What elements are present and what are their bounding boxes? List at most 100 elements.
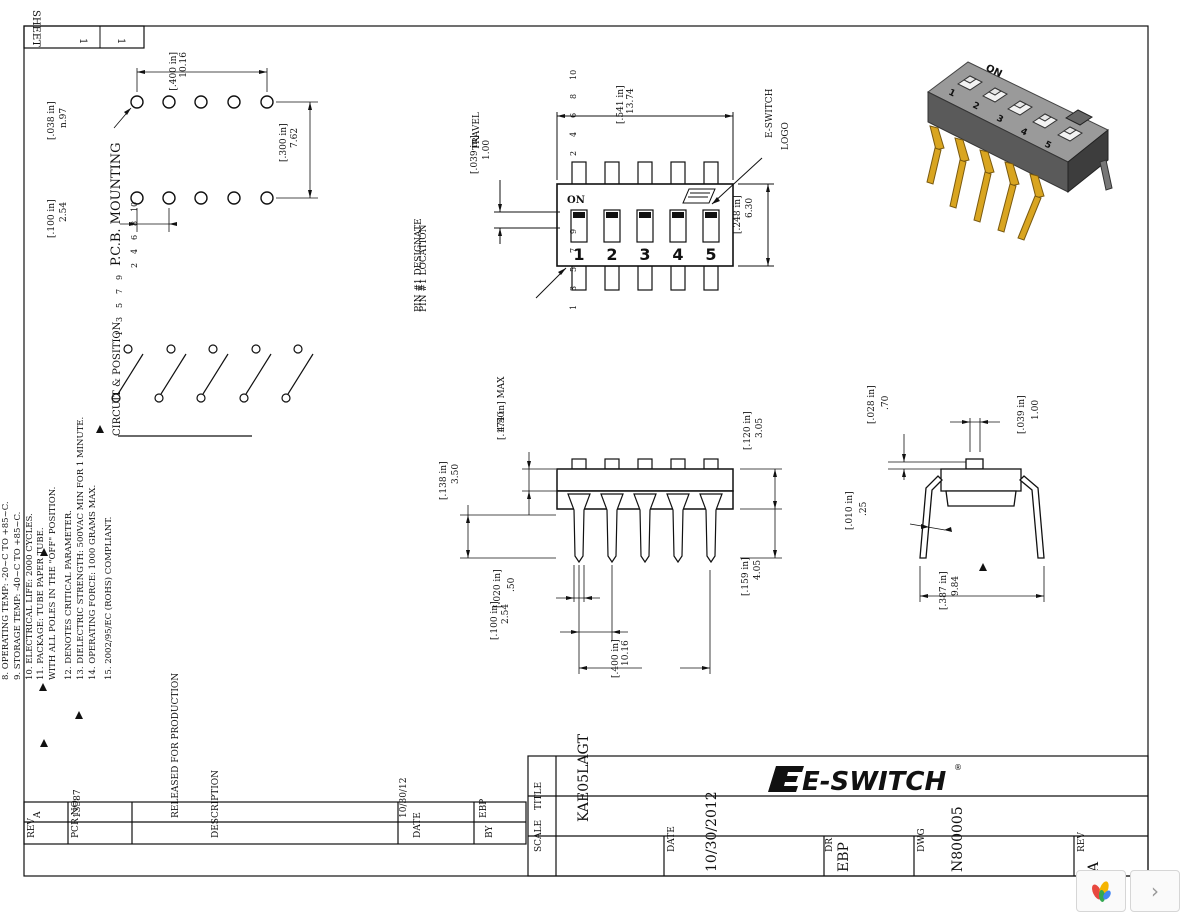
pcb-pin-label: 2 — [130, 263, 139, 268]
desc-label: DESCRIPTION — [211, 770, 221, 838]
note-line: 11. PACKAGE: TUBE PAPER TUBE. — [36, 527, 46, 680]
front-act-mm: 3.05 — [755, 418, 765, 438]
top-pin-labels-bottom: 1 3 5 7 9 — [569, 229, 578, 310]
title-block: E-SWITCH ® TITLE KAE05LAGT SCALE DATE 10… — [527, 733, 1149, 877]
top-on-label: ON — [567, 195, 585, 206]
front-body-in: [.138 in] — [439, 461, 449, 500]
side-c-mm: .25 — [859, 501, 869, 516]
side-a-mm: .70 — [881, 395, 891, 410]
notes-block: 8. OPERATING TEMP: -20~C TO +85~C.9. STO… — [1, 417, 114, 747]
top-pin-label: 2 — [569, 151, 578, 156]
eswitch-logo: E-SWITCH ® — [768, 763, 962, 797]
top-width-in: [.248 in] — [733, 195, 743, 234]
pcb-pin-label: 9 — [115, 275, 124, 280]
note-line: 8. OPERATING TEMP: -20~C TO +85~C. — [1, 501, 11, 680]
chevron-right-icon: › — [1151, 879, 1159, 903]
rev-label: REV — [27, 818, 37, 838]
title-label: TITLE — [534, 782, 544, 810]
viewer-logo-button[interactable] — [1076, 870, 1126, 912]
pcb-pin-label: 8 — [130, 221, 139, 226]
next-page-button[interactable]: › — [1130, 870, 1180, 912]
top-pin-label: 4 — [569, 132, 578, 137]
note-line: 12. DENOTES CRITICAL PARAMETER. — [64, 510, 74, 680]
pcb-pin-label: 6 — [130, 235, 139, 240]
date-label: DATE — [413, 812, 423, 838]
note-line: 15. 2002/95/EC (ROHS) COMPLIANT. — [103, 517, 114, 680]
top-travel-in: [.039 in] — [470, 135, 480, 174]
switch-number: 4 — [672, 245, 683, 264]
side-view: [.028 in] .70 [.039 in] 1.00 [.010 in] .… — [845, 385, 1045, 610]
side-b-in: [.039 in] — [1017, 395, 1027, 434]
desc-value: RELEASED FOR PRODUCTION — [171, 673, 181, 818]
svg-text:3: 3 — [995, 114, 1005, 126]
top-travel-label: TRAVEL — [472, 112, 482, 150]
note-line: 13. DIELECTRIC STRENGTH: 500VAC MIN FOR … — [76, 417, 86, 680]
date-label-title: DATE — [667, 826, 677, 852]
side-b-mm: 1.00 — [1031, 400, 1041, 420]
pcr-label: PCR NO. — [71, 798, 81, 838]
top-pin-label: 3 — [569, 286, 578, 291]
pcb-pin-mm: 2.54 — [59, 202, 69, 222]
top-travel-mm: 1.00 — [482, 140, 492, 160]
brand-name: E-SWITCH — [802, 767, 946, 797]
date-value: 10/30/12 — [399, 778, 409, 818]
top-width-mm: 6.30 — [745, 198, 755, 218]
pcb-mounting-title: P.C.B. MOUNTING — [109, 142, 124, 266]
viewer-controls: › — [1076, 870, 1180, 912]
pcb-pin-label: 1 — [115, 331, 124, 336]
front-span-mm: 10.16 — [621, 640, 631, 666]
rev-value: A — [33, 811, 43, 819]
pcb-hole-mm: n.97 — [59, 108, 69, 128]
front-pitch-mm: 2.54 — [501, 604, 511, 624]
brand-mark: ® — [954, 763, 962, 772]
dwg-label: DWG — [917, 828, 927, 852]
front-pinw-mm: .50 — [507, 577, 517, 592]
colorful-leaf-icon — [1092, 881, 1111, 902]
dr-label: DR — [825, 838, 835, 852]
rev-label-title: REV — [1077, 832, 1087, 852]
svg-text:2: 2 — [971, 101, 981, 113]
side-c-in: [.010 in] — [845, 491, 855, 530]
pcb-row-mm: 7.62 — [290, 128, 300, 148]
note-line: WITH ALL POLES IN THE "OFF" POSITION. — [48, 487, 58, 680]
svg-text:1: 1 — [947, 88, 957, 100]
sheet-of: 1 — [115, 38, 126, 44]
front-act-in: [.120 in] — [743, 411, 753, 450]
top-length-in: [.541 in] — [616, 85, 626, 124]
front-pinw-in: [.020 in] — [493, 569, 503, 608]
top-logo-label-1: E-SWITCH — [765, 88, 775, 138]
switch-number: 2 — [606, 245, 617, 264]
date-value-title: 10/30/2012 — [704, 791, 720, 872]
front-pitch-in: [.100 in] — [490, 601, 500, 640]
pcb-hole-in: [.038 in] — [47, 101, 57, 140]
pcb-mounting-view: [.400 in] 10.16 [.038 in] n.97 [.300 in]… — [47, 52, 318, 336]
top-logo-label-2: LOGO — [781, 122, 791, 150]
side-d-mm: 9.84 — [951, 576, 961, 596]
top-pin-label: 1 — [569, 305, 578, 310]
pcb-pin-in: [.100 in] — [47, 199, 57, 238]
pcb-pin-label: 3 — [115, 317, 124, 322]
front-pinlen-in: [.159 in] — [741, 557, 751, 596]
top-pin-label: 5 — [569, 267, 578, 272]
pcr-value: 13587 — [73, 789, 83, 818]
svg-text:4: 4 — [1019, 127, 1029, 139]
front-view: [.120 in] 3.05 [.138 in] 3.50 [.174 in] … — [439, 376, 782, 678]
top-pin-label: 9 — [569, 229, 578, 234]
by-label: BY — [485, 825, 495, 838]
top-pin-label: 7 — [569, 248, 578, 253]
sheet-tab: SHEET 1 1 — [23, 10, 145, 49]
by-value: EBP — [479, 799, 489, 818]
pcb-row-in: [.300 in] — [279, 123, 289, 162]
top-length-mm: 13.74 — [626, 88, 636, 114]
scale-label: SCALE — [534, 820, 544, 852]
pcb-pitch-mm: 10.16 — [179, 52, 189, 78]
revision-block: REV A PCR NO. 13587 DESCRIPTION RELEASED… — [23, 673, 527, 845]
circuit-diagram: CIRCUIT & POSITION — [111, 321, 314, 437]
dwg-value: N800005 — [950, 806, 966, 872]
note-line: 9. STORAGE TEMP: -40~C TO +85~C. — [13, 512, 23, 680]
top-pin-label: 10 — [569, 70, 578, 80]
